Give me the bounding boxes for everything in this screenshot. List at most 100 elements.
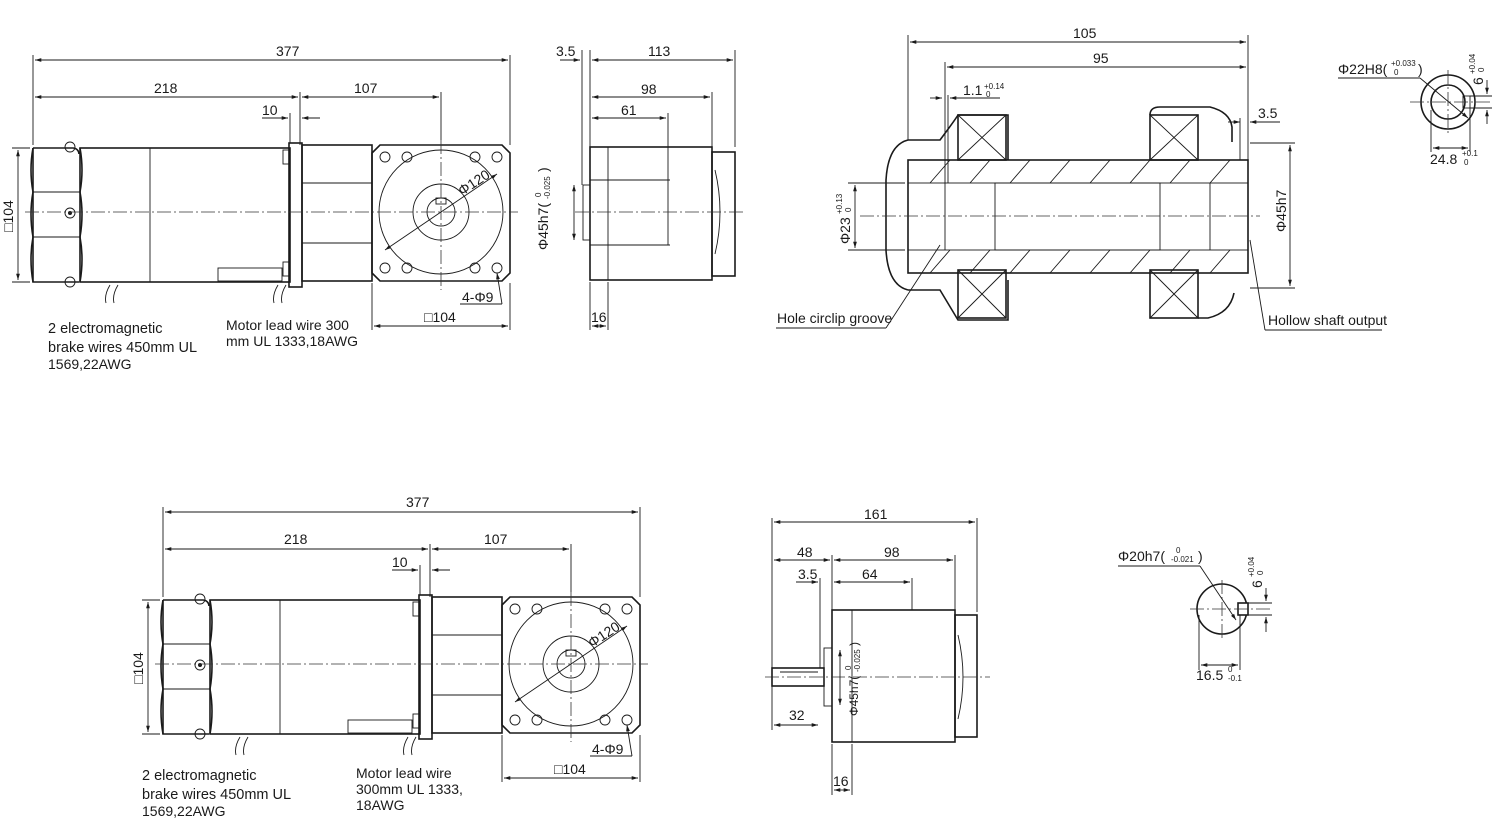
tol-upper: +0.14 [984,82,1005,91]
tol-upper: +0.033 [1391,59,1416,68]
dim-48: 48 [797,544,813,560]
hollow-shaft-section: 105 95 1.1 +0.14 0 3.5 Φ23 +0.13 0 Φ45h7… [776,25,1387,331]
brake-wires-note: 1569,22AWG [48,356,132,372]
dim-pilot: 3.5 [556,43,576,59]
tol-lower: 0 [1394,68,1399,77]
dim-16: 16 [833,773,849,789]
gearbox-housing [301,144,373,282]
tol-lower: -0.025 [853,649,862,672]
dim-total: 113 [648,43,671,59]
dim-bore: Φ23 [837,217,853,244]
dim-98: 98 [884,544,900,560]
gear-head-square [501,596,641,734]
flange [288,142,303,288]
dim-overall: 377 [276,43,300,59]
dim-square-bottom: □104 [424,309,456,325]
brake-cover [162,599,210,735]
brake-wires-note: brake wires 450mm UL [48,340,197,356]
dim-3-5: 3.5 [1258,105,1278,121]
dim-3-5: 3.5 [798,566,818,582]
dim-flange: 10 [392,554,408,570]
brake-wires-note: brake wires 450mm UL [142,787,291,803]
section-hatching [929,159,1231,274]
top-side-view: 3.5 113 98 61 16 Φ45h7( 0 -0.025 ) [534,43,745,330]
dim-105: 105 [1073,25,1097,41]
dim-shaft-close: ) [1198,548,1203,564]
tol-lower: 0 [1464,158,1469,167]
dim-bore-close: ) [847,642,861,646]
dim-161: 161 [864,506,888,522]
tol-lower: -0.025 [543,176,552,199]
mounting-holes [509,603,633,726]
dim-flange: 10 [262,102,278,118]
dim-holes: 4-Φ9 [592,741,624,757]
tol-lower: 0 [1477,67,1486,72]
dim-bore: Φ45h7( [535,203,551,250]
label-hollow-shaft: Hollow shaft output [1268,312,1387,328]
dim-16: 16 [591,309,607,325]
solid-keyway-detail: Φ20h7( 0 -0.021 ) 6 +0.04 0 16.5 0 -0.1 [1118,546,1272,683]
tol-lower: 0 [844,207,853,212]
dim-key: 6 [1470,77,1486,85]
dim-housing: Φ45h7 [1273,189,1289,232]
tol-lower: -0.021 [1171,555,1194,564]
dim-32: 32 [789,707,805,723]
dim-bore-close: ) [1418,61,1423,77]
brake-wires-note: 1569,22AWG [142,803,226,819]
bearing [957,269,1007,319]
lead-wire-note: 18AWG [356,797,405,813]
dim-overall: 377 [406,494,430,510]
dim-groove: 1.1 [963,82,983,98]
dim-holes: 4-Φ9 [462,289,494,305]
dim-bore: Φ45h7( [847,676,861,716]
lead-wire-note: Motor lead wire [356,765,452,781]
motor-body [79,147,291,283]
lead-wire-note: 300mm UL 1333, [356,781,463,797]
hollow-keyway-detail: Φ22H8( +0.033 0 ) 6 +0.04 0 24.8 +0.1 0 [1338,53,1492,167]
top-motor-labels: 377 218 107 10 □104 Φ120 4-Φ9 □104 2 ele… [0,43,494,372]
tol-lower: 0 [1256,570,1265,575]
dim-key: 6 [1249,580,1265,588]
tol-upper: +0.04 [1247,556,1256,577]
motor-body [209,599,421,735]
bottom-motor-front-view [142,507,648,782]
dim-shaft: Φ20h7( [1118,548,1165,564]
dim-square-left: □104 [130,652,146,684]
dim-square-left: □104 [0,200,16,232]
bearing [1149,269,1199,319]
tol-upper: 0 [844,665,853,670]
dim-95: 95 [1093,50,1109,66]
lead-wire-note: mm UL 1333,18AWG [226,333,358,349]
dim-square-bottom: □104 [554,761,586,777]
dim-98: 98 [641,81,657,97]
brake-wires-note: 2 electromagnetic [142,768,256,784]
gearbox-housing [431,596,503,734]
dim-61: 61 [621,102,637,118]
tol-upper: +0.1 [1462,149,1478,158]
bottom-side-view: 161 48 98 3.5 64 32 16 Φ45h7( 0 -0.025 ) [765,506,990,795]
dim-gear: 107 [484,531,508,547]
dim-depth: 24.8 [1430,151,1457,167]
flange [418,594,433,740]
tol-upper: 0 [534,192,543,197]
dim-motor: 218 [284,531,308,547]
lead-wire-note: Motor lead wire 300 [226,317,349,333]
brake-cover [32,147,80,283]
label-circlip-groove: Hole circlip groove [777,310,892,326]
tol-upper: +0.04 [1468,53,1477,74]
dim-gear: 107 [354,80,378,96]
tol-lower: 0 [986,90,991,99]
dim-64: 64 [862,566,878,582]
dim-motor: 218 [154,80,178,96]
dim-bore-close: ) [535,167,551,172]
gear-head-square [371,144,511,282]
bottom-motor-labels: 377 218 107 10 □104 Φ120 4-Φ9 □104 2 ele… [130,494,624,819]
dim-depth: 16.5 [1196,667,1223,683]
motor-front-view [12,55,518,330]
dim-bore: Φ22H8( [1338,61,1388,77]
tol-upper: 0 [1176,546,1181,555]
brake-wires-note: 2 electromagnetic [48,321,162,337]
hollow-shaft [907,159,1249,274]
tol-upper: +0.13 [835,193,844,214]
